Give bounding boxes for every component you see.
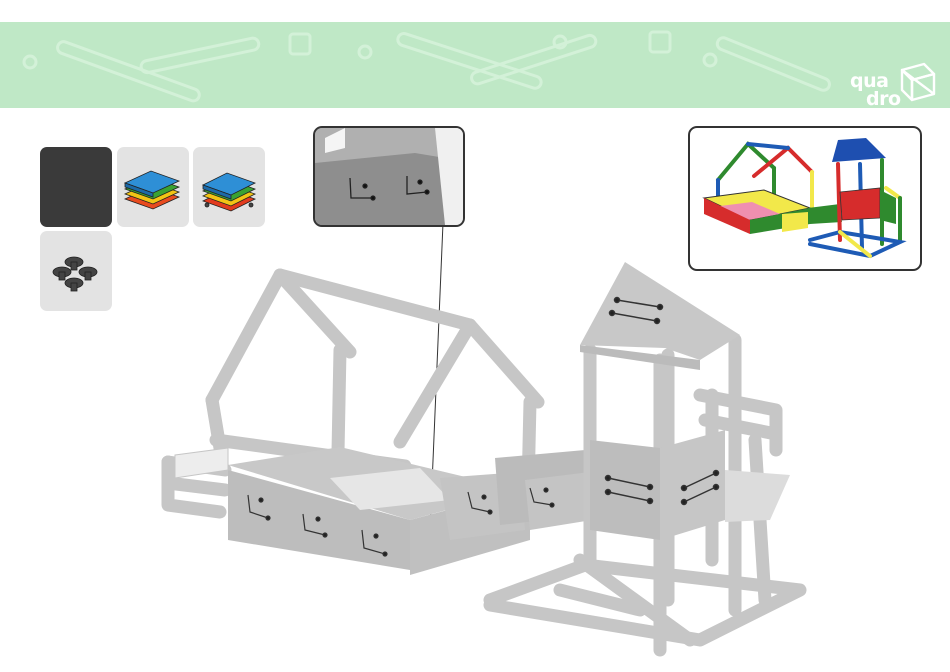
product-preview-illustration xyxy=(690,128,920,269)
product-preview xyxy=(688,126,922,271)
bridge-panels xyxy=(440,450,592,540)
detail-callout-drawing xyxy=(315,128,463,225)
detail-callout xyxy=(313,126,465,227)
